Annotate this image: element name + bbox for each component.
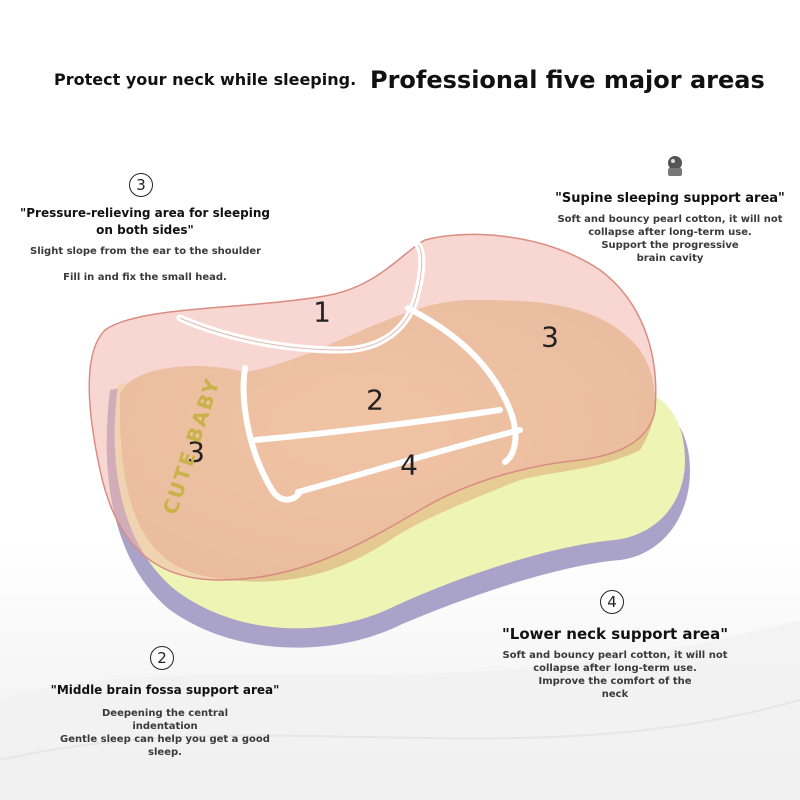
zone-number-4: 4 [400,448,418,482]
callout-middle-desc-3: Gentle sleep can help you get a good [60,734,270,745]
floor-wave [0,620,800,800]
callout-lower-neck-desc-3: Improve the comfort of the [538,676,692,687]
callout-lower-neck-title: "Lower neck support area" [501,625,729,643]
floor-wave-2 [0,699,800,761]
callout-supine-desc-4: brain cavity [636,253,704,264]
pillow-pink-shell [88,233,657,581]
callout-lower-neck-desc-2: collapse after long-term use. [533,663,697,674]
header-subtitle: Protect your neck while sleeping. [54,70,357,89]
zone-groove-top-outline [179,244,423,351]
callout-side-desc-2: Fill in and fix the small head. [63,272,227,283]
head-icon [668,156,682,176]
callout-lower-neck-desc-4: neck [601,689,629,700]
callout-supine-desc-3: Support the progressive [601,240,739,251]
zone-number-3-right: 3 [541,320,559,354]
zone-groove-left [240,365,303,503]
callout-lower-neck: "Lower neck support area" Soft and bounc… [490,626,740,701]
callout-lower-neck-desc-1: Soft and bouncy pearl cotton, it will no… [502,650,728,661]
callout-middle-title: "Middle brain fossa support area" [50,683,280,697]
callout-lower-neck-number: 4 [600,590,624,614]
callout-middle-desc-4: sleep. [148,747,182,758]
callout-supine-desc-1: Soft and bouncy pearl cotton, it will no… [557,214,783,225]
callout-side: "Pressure-relieving area for sleeping on… [20,205,270,284]
callout-supine-desc-2: collapse after long-term use. [588,227,752,238]
zone-groove-lower [295,427,523,495]
header-title: Professional five major areas [370,66,765,94]
callout-supine-title: "Supine sleeping support area" [555,191,785,206]
zone-number-3-left: 3 [187,435,205,469]
callout-supine: "Supine sleeping support area" Soft and … [550,190,790,265]
zone-number-1: 1 [313,295,331,329]
callout-side-title-2: on both sides" [96,223,194,237]
callout-middle-desc-2: indentation [132,721,198,732]
callout-middle-number: 2 [150,646,174,670]
callout-side-desc-1: Slight slope from the ear to the shoulde… [30,246,262,257]
zone-number-2: 2 [366,383,384,417]
callout-side-number: 3 [129,173,153,197]
zone-groove-right [405,305,519,465]
callout-side-title-1: "Pressure-relieving area for sleeping [20,206,270,220]
callout-middle: "Middle brain fossa support area" Deepen… [40,682,290,759]
zone-groove-middle [252,407,503,443]
callout-middle-desc-1: Deepening the central [102,708,228,719]
